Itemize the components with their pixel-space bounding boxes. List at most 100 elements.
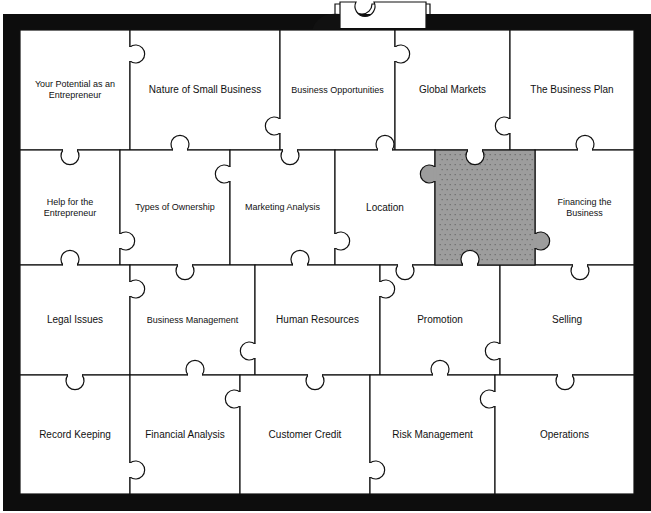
puzzle-piece: Types of Ownership: [120, 150, 230, 265]
shade-dot: [485, 224, 486, 225]
shade-dot: [467, 229, 468, 230]
shade-dot: [477, 239, 478, 240]
piece-knob: [171, 135, 189, 150]
shade-dot: [492, 249, 493, 250]
shade-dot: [482, 169, 483, 170]
shade-dot: [522, 169, 523, 170]
shade-dot: [490, 174, 491, 175]
knob-joint: [499, 344, 501, 358]
shade-dot: [515, 154, 516, 155]
shade-dot: [445, 214, 446, 215]
shade-dot: [512, 259, 513, 260]
shade-dot: [527, 229, 528, 230]
shade-dot: [522, 249, 523, 250]
shade-dot: [505, 184, 506, 185]
shade-dot: [450, 164, 451, 165]
shade-dot: [522, 159, 523, 160]
shade-dot: [497, 209, 498, 210]
shade-dot: [515, 224, 516, 225]
puzzle-piece: Selling: [500, 265, 634, 375]
shade-dot: [517, 239, 518, 240]
shade-dot: [467, 179, 468, 180]
knob-joint: [463, 264, 477, 266]
shade-dot: [495, 214, 496, 215]
shade-dot: [530, 164, 531, 165]
shade-dot: [447, 159, 448, 160]
shade-dot: [527, 189, 528, 190]
shade-dot: [470, 194, 471, 195]
shade-dot: [510, 204, 511, 205]
shade-dot: [492, 239, 493, 240]
shade-dot: [507, 189, 508, 190]
shade-dot: [500, 244, 501, 245]
shade-dot: [455, 234, 456, 235]
piece-knob: [130, 45, 145, 63]
shade-dot: [440, 204, 441, 205]
piece-knob: [186, 360, 204, 375]
knob-joint: [119, 234, 121, 248]
shade-dot: [462, 219, 463, 220]
shade-dot: [532, 199, 533, 200]
shade-dot: [465, 194, 466, 195]
shade-dot: [442, 239, 443, 240]
puzzle-piece: Nature of Small Business: [130, 30, 280, 150]
shade-dot: [442, 179, 443, 180]
shade-dot: [507, 179, 508, 180]
shade-dot: [457, 209, 458, 210]
shade-dot: [470, 244, 471, 245]
shade-dot: [480, 164, 481, 165]
shade-dot: [485, 214, 486, 215]
shade-dot: [502, 159, 503, 160]
shade-dot: [505, 194, 506, 195]
piece-shadow: [312, 14, 340, 30]
piece-outline: [435, 150, 535, 265]
shade-dot: [455, 224, 456, 225]
shade-dot: [482, 209, 483, 210]
shade-dot: [457, 159, 458, 160]
knob-joint: [468, 149, 482, 151]
shade-dot: [465, 164, 466, 165]
puzzle-piece: The Business Plan: [510, 30, 634, 150]
knob-joint: [509, 119, 511, 133]
shade-dot: [520, 154, 521, 155]
shade-dot: [495, 154, 496, 155]
shade-dot: [442, 219, 443, 220]
knob-joint: [378, 149, 392, 151]
shade-dot: [527, 259, 528, 260]
shade-dot: [447, 239, 448, 240]
piece-outline: [335, 150, 435, 265]
shade-dot: [497, 159, 498, 160]
shade-dot: [460, 254, 461, 255]
shade-dot: [460, 204, 461, 205]
shade-dot: [447, 179, 448, 180]
knob-joint: [433, 374, 447, 376]
piece-label: Business Management: [147, 315, 239, 326]
shade-dot: [470, 204, 471, 205]
shade-dot: [507, 169, 508, 170]
knob-joint: [129, 463, 131, 477]
shade-dot: [502, 199, 503, 200]
shade-dot: [472, 199, 473, 200]
shade-dot: [527, 199, 528, 200]
puzzle-piece: Promotion: [380, 265, 500, 375]
piece-outline: [130, 375, 240, 494]
shade-dot: [495, 244, 496, 245]
shade-dot: [500, 224, 501, 225]
shade-dot: [492, 169, 493, 170]
shade-dot: [522, 219, 523, 220]
shade-dot: [442, 249, 443, 250]
shade-dot: [465, 224, 466, 225]
shade-dot: [510, 194, 511, 195]
shade-dot: [515, 214, 516, 215]
shade-dot: [532, 209, 533, 210]
shade-dot: [505, 224, 506, 225]
shade-dot: [442, 209, 443, 210]
shade-dot: [462, 199, 463, 200]
shade-dot: [472, 169, 473, 170]
piece-knob: [376, 135, 394, 150]
piece-outline: [20, 30, 130, 150]
knob-joint: [279, 119, 281, 133]
shade-dot: [502, 229, 503, 230]
shade-dot: [527, 249, 528, 250]
shade-dot: [492, 189, 493, 190]
